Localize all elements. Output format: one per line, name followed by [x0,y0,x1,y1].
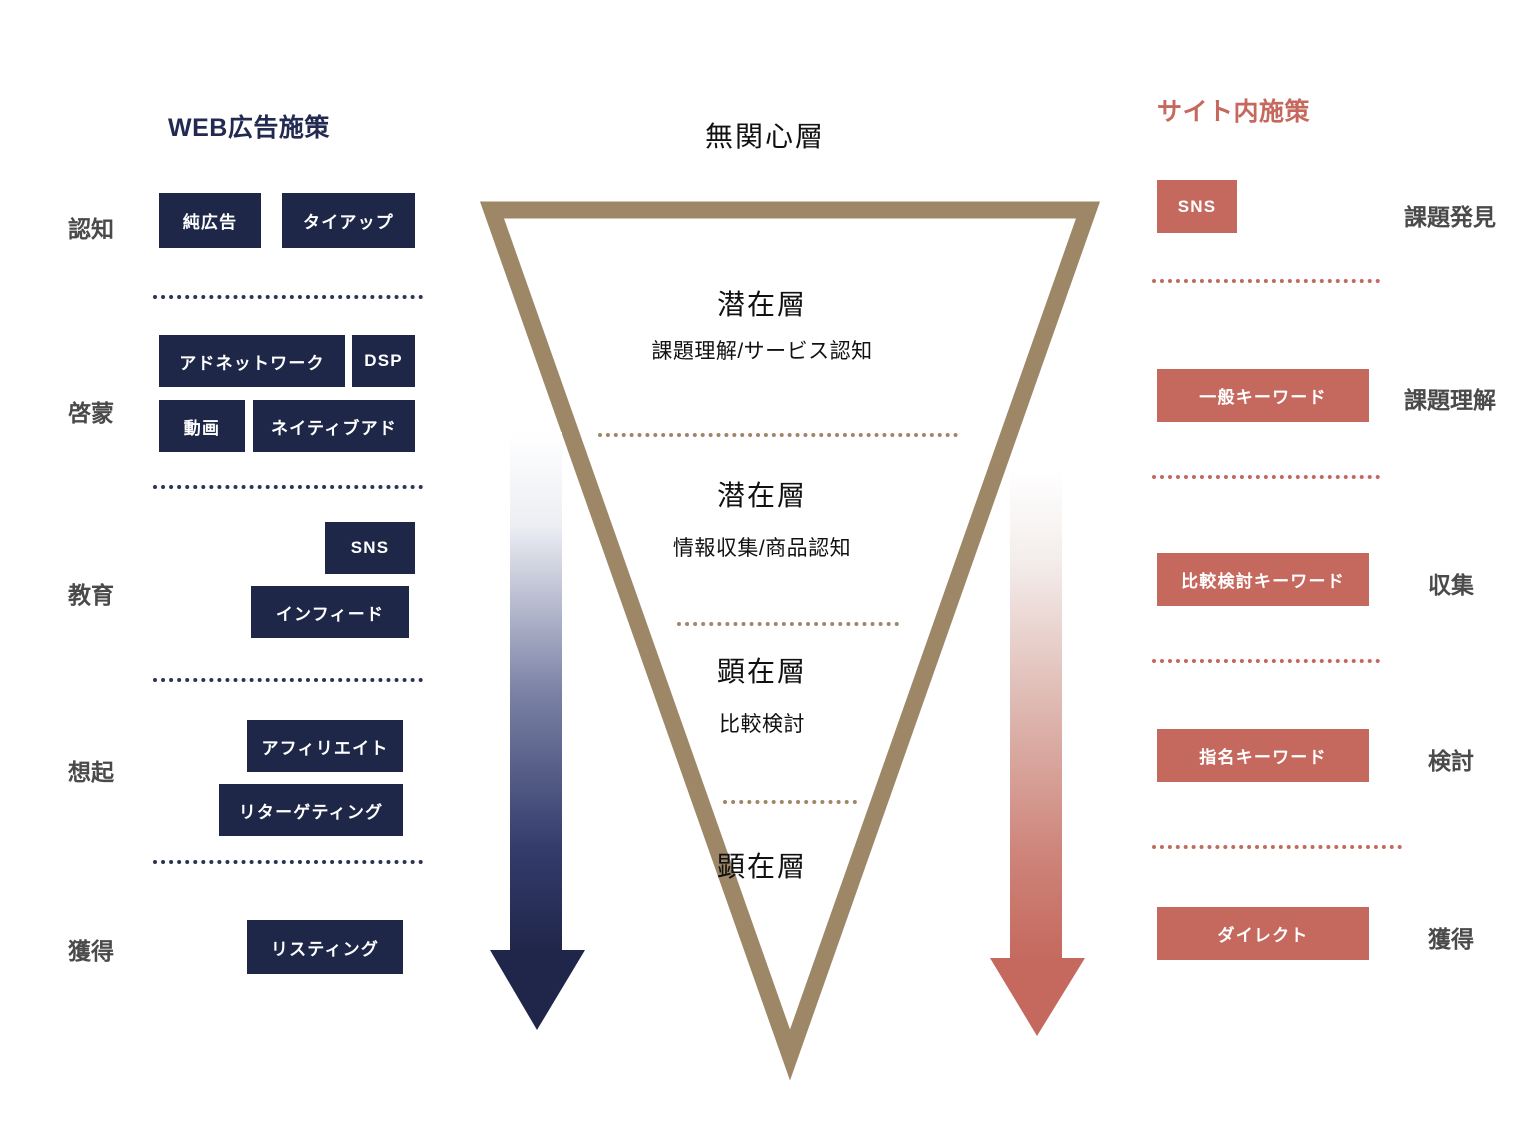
right-column-header: サイト内施策 [1157,98,1311,126]
left-flow-arrow [490,432,585,1030]
left-separator-2 [153,485,423,489]
left-column-header: WEB広告施策 [168,114,330,142]
funnel-stage-2: 潜在層 情報収集/商品認知 [0,474,1536,562]
right-stage-label-kentou: 検討 [1428,748,1474,774]
funnel-stage-1-title: 潜在層 [716,289,807,320]
left-separator-1 [153,295,423,299]
funnel-divider-1 [598,433,958,437]
tactic-box-infeed[interactable]: インフィード [251,586,409,638]
funnel-outline-shape [479,201,1101,1081]
left-stage-label-keimou: 啓蒙 [68,400,114,426]
funnel-top-label: 無関心層 [704,121,825,152]
right-separator-4 [1152,845,1402,849]
tactic-box-sns-right[interactable]: SNS [1157,180,1237,233]
left-stage-label-kakutoku: 獲得 [68,938,114,964]
tactic-box-branded-keyword[interactable]: 指名キーワード [1157,729,1369,782]
right-separator-3 [1152,659,1380,663]
right-stage-label-shuushuu: 収集 [1428,572,1474,598]
funnel-stage-1-subtitle: 課題理解/サービス認知 [651,340,873,363]
tactic-box-direct[interactable]: ダイレクト [1157,907,1369,960]
tactic-box-general-keyword[interactable]: 一般キーワード [1157,369,1369,422]
right-separator-1 [1152,279,1380,283]
left-stage-label-ninchi: 認知 [68,216,114,242]
funnel-stage-1: 潜在層 課題理解/サービス認知 [0,283,1536,365]
funnel-divider-3 [723,800,857,804]
tactic-box-dsp[interactable]: DSP [352,335,415,387]
funnel-top-label-block: 無関心層 [0,115,1536,155]
left-arrow-shaft [510,432,562,952]
funnel-stage-2-title: 潜在層 [716,480,807,511]
funnel-stage-3-subtitle: 比較検討 [719,713,805,736]
left-stage-label-souki: 想起 [68,759,114,785]
tactic-box-douga[interactable]: 動画 [159,400,245,452]
tactic-box-jun-koukoku[interactable]: 純広告 [159,193,261,248]
right-arrow-shaft [1010,470,1062,960]
funnel-divider-2 [677,622,899,626]
right-separator-2 [1152,475,1380,479]
tactic-box-native-ad[interactable]: ネイティブアド [253,400,415,452]
funnel-triangle [479,201,1101,1081]
tactic-box-comparison-keyword[interactable]: 比較検討キーワード [1157,553,1369,606]
left-separator-3 [153,678,423,682]
tactic-box-ad-network[interactable]: アドネットワーク [159,335,345,387]
left-arrow-head [490,950,585,1030]
funnel-stage-2-subtitle: 情報収集/商品認知 [672,537,852,560]
right-flow-arrow [990,470,1085,1036]
funnel-stage-3-title: 顕在層 [716,656,807,687]
tactic-box-retargeting[interactable]: リターゲティング [219,784,403,836]
funnel-stage-4: 顕在層 [0,845,1536,885]
tactic-box-listing[interactable]: リスティング [247,920,403,974]
funnel-stage-3: 顕在層 比較検討 [0,650,1536,738]
tactic-box-sns-left[interactable]: SNS [325,522,415,574]
left-separator-4 [153,860,423,864]
right-arrow-head [990,958,1085,1036]
right-stage-label-kakutoku: 獲得 [1428,926,1474,952]
right-stage-label-kadai-hakken: 課題発見 [1404,204,1496,230]
tactic-box-tie-up[interactable]: タイアップ [282,193,415,248]
right-stage-label-kadai-rikai: 課題理解 [1404,387,1496,413]
tactic-box-affiliate[interactable]: アフィリエイト [247,720,403,772]
funnel-stage-4-title: 顕在層 [716,851,807,882]
left-stage-label-kyouiku: 教育 [68,582,114,608]
